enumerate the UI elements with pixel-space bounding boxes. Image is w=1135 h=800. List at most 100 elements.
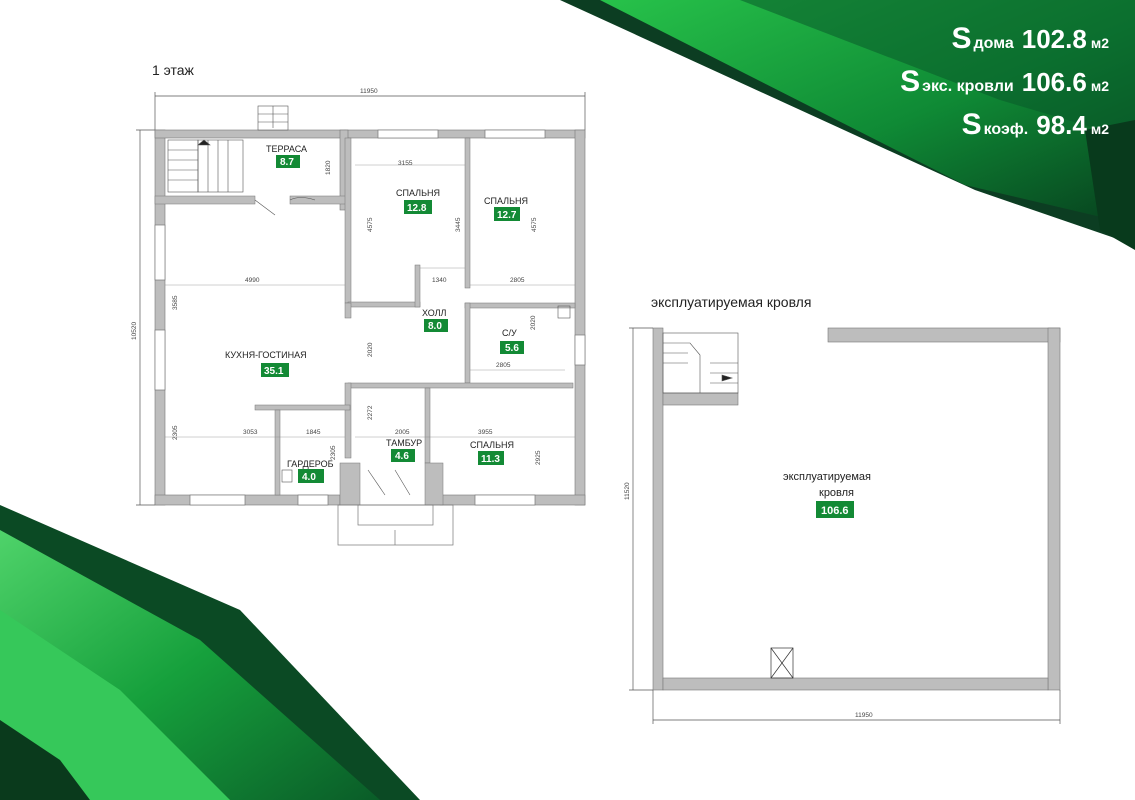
dim-label: 3955	[478, 429, 493, 436]
house-area-label: дома	[973, 35, 1014, 52]
dim-label: 4575	[531, 217, 538, 232]
dim-label: 3585	[172, 295, 179, 310]
room-vestibule: ТАМБУР 4.6	[386, 438, 422, 462]
room-area: 12.7	[497, 210, 517, 221]
terrace-stairs	[167, 139, 244, 193]
area-badge	[261, 363, 289, 377]
roof-area-label: экс. кровли	[922, 78, 1014, 95]
doors	[254, 197, 411, 496]
roof-stairs	[662, 332, 739, 394]
interior-dim-lines	[165, 164, 575, 438]
terrace-steps	[257, 105, 289, 131]
room-area: 4.0	[302, 472, 316, 483]
room-name: С/У	[502, 328, 517, 338]
room-kitchen-living: КУХНЯ-ГОСТИНАЯ 35.1	[225, 350, 307, 377]
dim-overall-depth: 10520	[131, 322, 138, 340]
room-area: 8.7	[280, 157, 294, 168]
bottom-left-shape-light	[0, 610, 230, 800]
room-name: СПАЛЬНЯ	[470, 440, 514, 450]
area-symbol: S	[900, 65, 921, 98]
coef-area-value: 98.4	[1036, 110, 1087, 140]
roof-area-unit: м2	[1090, 78, 1109, 94]
coef-area-label: коэф.	[983, 121, 1029, 138]
room-name: СПАЛЬНЯ	[396, 188, 440, 198]
dim-overall-width: 11950	[360, 88, 378, 95]
dim-label: 2805	[496, 362, 511, 369]
roof-dimension-lines	[629, 327, 1061, 724]
roof-plan: 11950 11520 эксплуатируемая кровля 106.6	[624, 327, 1061, 724]
coef-area-unit: м2	[1090, 121, 1109, 137]
room-bedroom-2: СПАЛЬНЯ 12.7	[484, 196, 528, 221]
room-area: 35.1	[264, 366, 284, 377]
house-area-unit: м2	[1090, 35, 1109, 51]
area-badge	[404, 200, 432, 214]
room-area: 4.6	[395, 451, 409, 462]
dim-label: 2925	[535, 450, 542, 465]
room-name: ТЕРРАСА	[266, 144, 307, 154]
room-bedroom-1: СПАЛЬНЯ 12.8	[396, 188, 440, 214]
room-name: СПАЛЬНЯ	[484, 196, 528, 206]
room-name: ТАМБУР	[386, 438, 422, 448]
roof-plan-title: эксплуатируемая кровля	[651, 294, 812, 310]
floor-plan: 11950 10520	[131, 88, 586, 546]
room-area: 5.6	[505, 343, 519, 354]
area-symbol: S	[961, 108, 982, 141]
dim-label: 4575	[367, 217, 374, 232]
roof-dim-depth: 11520	[624, 482, 631, 500]
dim-label: 2305	[330, 445, 337, 460]
bottom-left-stripe	[0, 720, 90, 800]
room-name: ХОЛЛ	[422, 308, 447, 318]
roof-area-value: 106.6	[1021, 67, 1087, 97]
roof-dim-width: 11950	[855, 712, 873, 719]
dim-label: 2020	[367, 342, 374, 357]
dim-label: 2805	[510, 277, 525, 284]
dim-label: 2005	[395, 429, 410, 436]
room-area: 8.0	[428, 321, 442, 332]
area-badge	[391, 449, 415, 462]
floor-plan-title: 1 этаж	[152, 62, 194, 78]
dim-label: 2305	[172, 425, 179, 440]
room-wardrobe: ГАРДЕРОБ 4.0	[287, 459, 334, 483]
outer-walls	[154, 129, 586, 506]
area-badge	[424, 319, 448, 332]
room-bedroom-3: СПАЛЬНЯ 11.3	[470, 440, 514, 465]
dim-label: 4990	[245, 277, 260, 284]
area-badge	[298, 469, 324, 483]
area-badge	[276, 155, 300, 168]
windows	[154, 129, 586, 506]
area-badge	[494, 207, 520, 221]
dimension-line-left	[136, 129, 155, 506]
bathroom-fixtures	[281, 305, 571, 483]
dim-label: 2272	[367, 405, 374, 420]
roof-outer-walls	[652, 327, 1061, 691]
roof-hatch-icon	[770, 647, 794, 679]
dimension-line-top	[154, 92, 586, 130]
dim-label: 3445	[455, 217, 462, 232]
room-name: КУХНЯ-ГОСТИНАЯ	[225, 350, 307, 360]
room-hall: ХОЛЛ 8.0	[422, 308, 448, 332]
dim-label: 3155	[398, 160, 413, 167]
roof-label-line2: кровля	[819, 487, 854, 499]
area-badge	[816, 501, 854, 518]
interior-walls	[154, 137, 576, 506]
dim-label: 3053	[243, 429, 258, 436]
room-bathroom: С/У 5.6	[500, 328, 524, 354]
porch	[337, 504, 454, 546]
dim-label: 1340	[432, 277, 447, 284]
area-badge	[500, 341, 524, 354]
room-area: 11.3	[481, 454, 500, 465]
roof-area: 106.6	[821, 505, 849, 517]
house-area-value: 102.8	[1021, 24, 1087, 54]
room-area: 12.8	[407, 203, 427, 214]
area-badge	[478, 451, 504, 465]
room-name: ГАРДЕРОБ	[287, 459, 334, 469]
dim-label: 1820	[325, 160, 332, 175]
roof-label-line1: эксплуатируемая	[783, 471, 871, 483]
area-symbol: S	[951, 22, 972, 55]
top-right-accent	[1085, 120, 1135, 250]
